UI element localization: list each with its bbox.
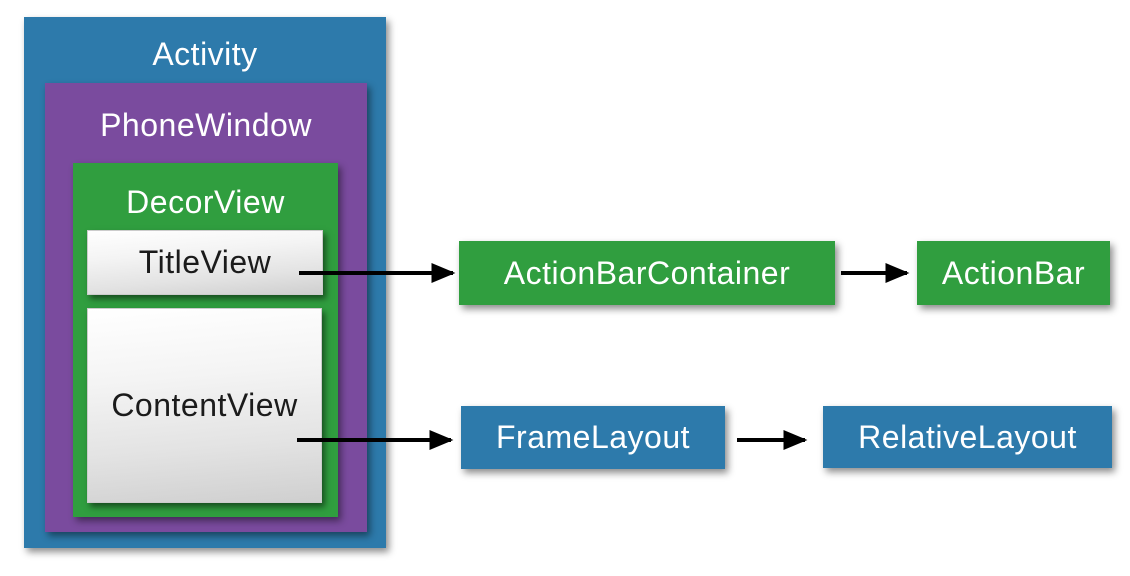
- activity-label: Activity: [152, 36, 258, 72]
- frame-layout-box: FrameLayout: [461, 406, 725, 469]
- activity-box: Activity PhoneWindow DecorView TitleView…: [24, 17, 386, 548]
- content-view-label: ContentView: [111, 387, 298, 423]
- frame-layout-label: FrameLayout: [495, 419, 691, 455]
- decor-view-label: DecorView: [126, 184, 285, 220]
- title-view-box: TitleView: [87, 230, 323, 295]
- phone-window-label: PhoneWindow: [100, 107, 312, 143]
- action-bar-box: ActionBar: [917, 241, 1110, 305]
- action-bar-container-box: ActionBarContainer: [459, 241, 835, 305]
- action-bar-label: ActionBar: [941, 254, 1086, 291]
- title-view-label: TitleView: [138, 244, 272, 280]
- content-view-box: ContentView: [87, 308, 322, 503]
- phone-window-box: PhoneWindow DecorView TitleView ContentV…: [45, 83, 367, 532]
- relative-layout-label: RelativeLayout: [858, 418, 1077, 455]
- decor-view-box: DecorView TitleView ContentView: [73, 163, 338, 517]
- action-bar-container-label: ActionBarContainer: [503, 254, 791, 291]
- relative-layout-box: RelativeLayout: [823, 406, 1112, 468]
